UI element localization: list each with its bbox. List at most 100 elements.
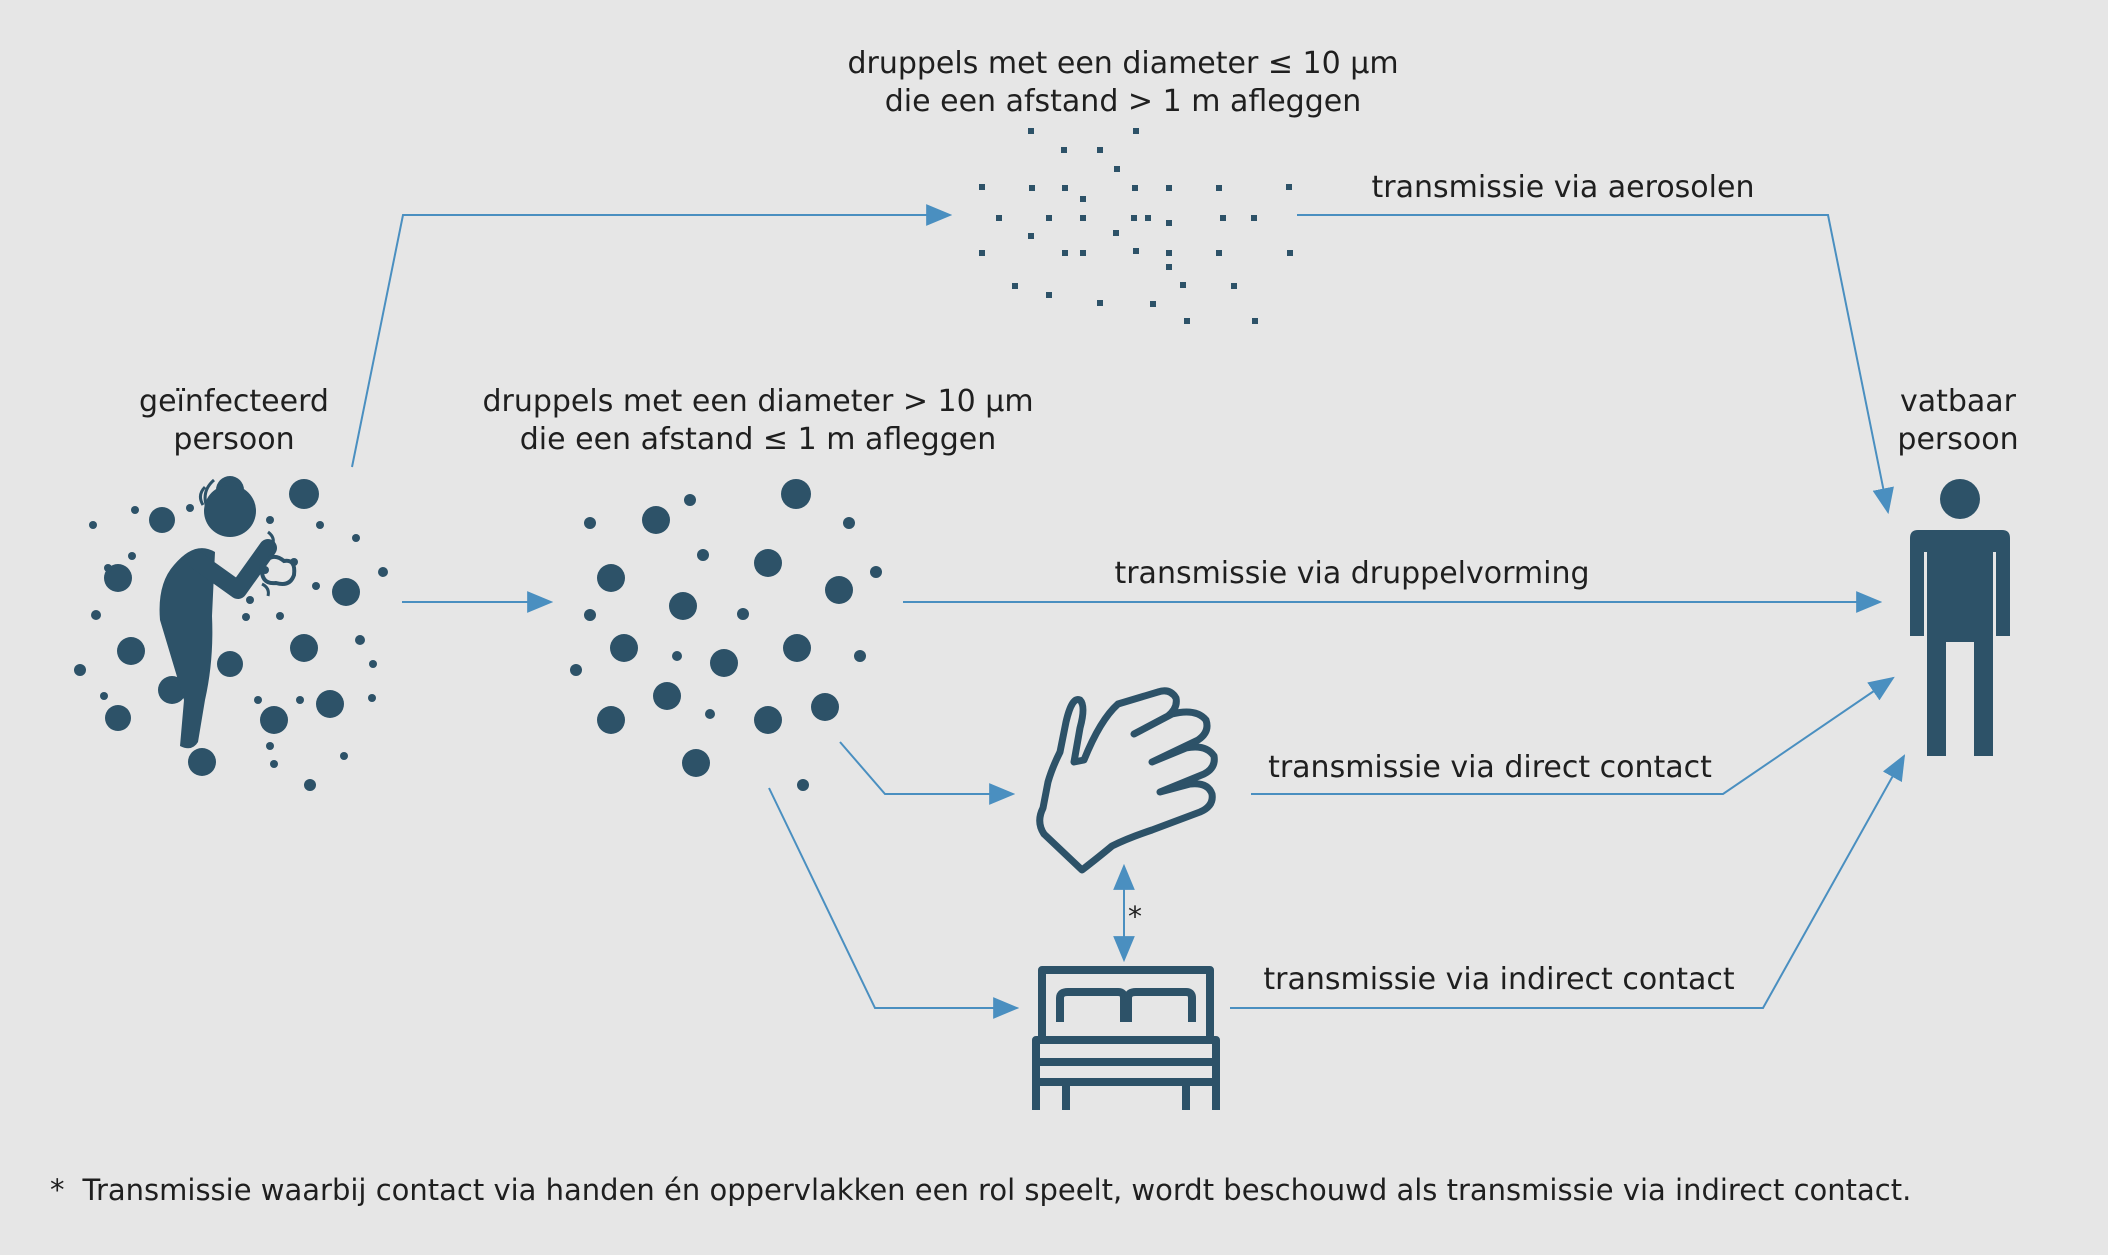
droplet-dot (266, 742, 274, 750)
large-droplet-cloud (570, 479, 882, 791)
aerosol-particle (1216, 250, 1222, 256)
arrow-aerosol-to-susceptible (1297, 214, 1894, 515)
droplet-dot (697, 549, 709, 561)
droplet-dot (570, 664, 582, 676)
edge-label-droplet: transmissie via druppelvorming (1114, 556, 1590, 591)
droplet-dot (684, 494, 696, 506)
droplet-dot (304, 779, 316, 791)
aerosol-particle (1113, 230, 1119, 236)
droplet-dot (672, 651, 682, 661)
infected-droplet-cloud (74, 476, 388, 791)
aerosol-particle (1166, 185, 1172, 191)
droplet-dot (289, 479, 319, 509)
edge-label-direct: transmissie via direct contact (1268, 750, 1712, 785)
infected-label-line1: geïnfecteerd (139, 384, 329, 419)
droplet-dot (316, 521, 324, 529)
aerosol-particle (1184, 318, 1190, 324)
droplet-dot (825, 576, 853, 604)
arrow-bed-to-susceptible (1230, 754, 1906, 1009)
aerosol-particle (1251, 215, 1257, 221)
droplet-dot (332, 578, 360, 606)
aerosol-particle (1216, 185, 1222, 191)
droplets-label-line1: druppels met een diameter > 10 µm (482, 384, 1034, 419)
aerosol-particle (1166, 220, 1172, 226)
aerosol-particle (1166, 250, 1172, 256)
footnote-marker: * (50, 1173, 65, 1207)
droplet-dot (290, 634, 318, 662)
aerosol-particle (1231, 283, 1237, 289)
droplet-dot (597, 564, 625, 592)
droplet-dot (91, 610, 101, 620)
droplet-dot (355, 635, 365, 645)
droplet-dot (642, 506, 670, 534)
footnote: * Transmissie waarbij contact via handen … (50, 1172, 1911, 1208)
footnote-text: Transmissie waarbij contact via handen é… (82, 1173, 1912, 1207)
droplet-dot (296, 696, 304, 704)
aerosol-particle (1061, 147, 1067, 153)
aerosol-label-line2: die een afstand > 1 m afleggen (884, 84, 1362, 119)
droplet-dot (352, 534, 360, 542)
aerosol-particle (1062, 250, 1068, 256)
droplet-dot (843, 517, 855, 529)
droplet-dot (754, 549, 782, 577)
person-icon (1910, 479, 2010, 756)
droplet-dot (610, 634, 638, 662)
droplet-dot (584, 609, 596, 621)
droplet-dot (854, 650, 866, 662)
aerosol-particle (1180, 282, 1186, 288)
droplets-label-line2: die een afstand ≤ 1 m afleggen (519, 422, 997, 457)
droplet-dot (149, 507, 175, 533)
aerosol-particle (1287, 250, 1293, 256)
aerosol-particle (1046, 215, 1052, 221)
droplet-dot (811, 693, 839, 721)
droplets-label: druppels met een diameter > 10 µm die ee… (482, 383, 1033, 459)
infected-label-line2: persoon (173, 422, 295, 457)
aerosol-particle (1080, 250, 1086, 256)
droplet-dot (217, 651, 243, 677)
droplet-dot (378, 567, 388, 577)
hand-icon (1036, 687, 1218, 874)
droplet-dot (131, 506, 139, 514)
droplet-dot (186, 504, 194, 512)
droplet-dot (340, 752, 348, 760)
bed-icon (1032, 966, 1220, 1110)
droplet-dot (368, 694, 376, 702)
arrow-infected-to-aerosol (351, 204, 953, 468)
aerosol-particle (1080, 196, 1086, 202)
infected-person-label: geïnfecteerd persoon (139, 383, 329, 459)
droplet-dot (104, 564, 132, 592)
aerosol-particle (1012, 283, 1018, 289)
aerosol-particle (1166, 264, 1172, 270)
droplet-dot (89, 521, 97, 529)
susceptible-label-line2: persoon (1897, 422, 2019, 457)
droplet-dot (754, 706, 782, 734)
droplet-dot (705, 709, 715, 719)
susceptible-label-line1: vatbaar (1899, 384, 2017, 419)
droplet-dot (669, 592, 697, 620)
aerosol-particle (1114, 166, 1120, 172)
droplet-dot (870, 566, 882, 578)
droplet-dot (266, 516, 274, 524)
droplet-dot (254, 696, 262, 704)
aerosol-particle (1286, 184, 1292, 190)
aerosol-particle (1046, 292, 1052, 298)
aerosol-particle (1097, 300, 1103, 306)
droplet-dot (783, 634, 811, 662)
aerosol-particle (1220, 215, 1226, 221)
droplet-dot (188, 748, 216, 776)
droplet-dot (597, 706, 625, 734)
droplet-dot (104, 564, 112, 572)
droplet-dot (260, 706, 288, 734)
aerosol-particle (1028, 233, 1034, 239)
droplet-dot (737, 608, 749, 620)
aerosol-particle (1097, 147, 1103, 153)
droplet-dot (270, 760, 278, 768)
susceptible-person-label: vatbaar persoon (1897, 383, 2018, 459)
droplet-dot (312, 582, 320, 590)
droplet-dot (710, 649, 738, 677)
droplet-dot (100, 692, 108, 700)
coughing-person-icon (159, 478, 297, 749)
droplet-dot (128, 552, 136, 560)
droplet-dot (316, 690, 344, 718)
